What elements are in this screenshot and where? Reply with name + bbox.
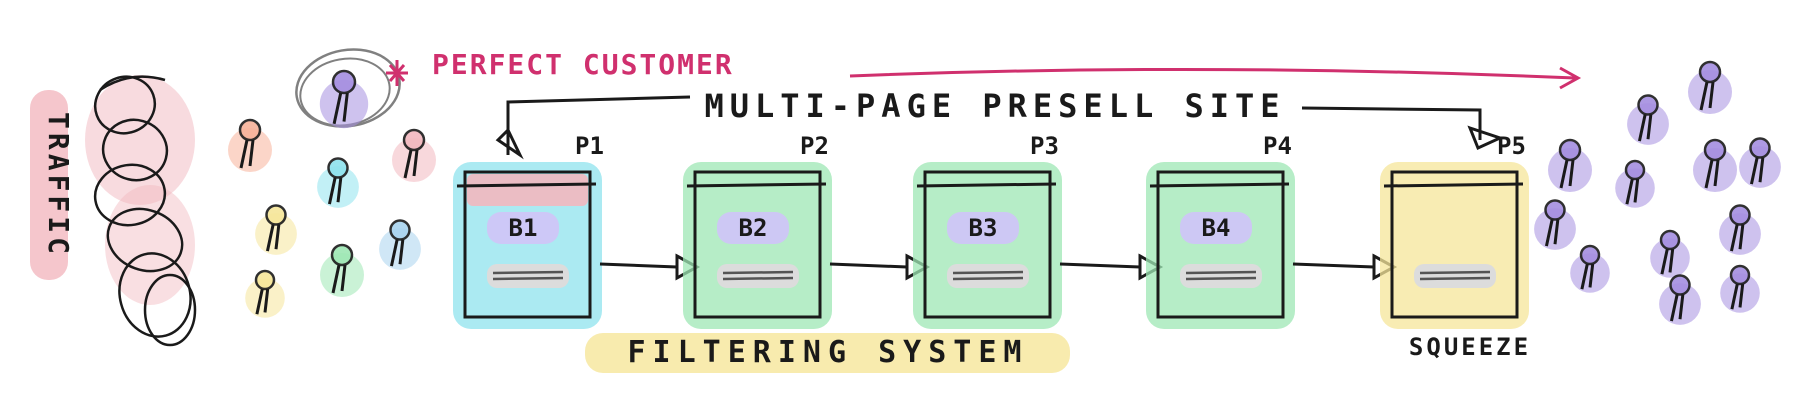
page-frame (1156, 170, 1285, 319)
page-highlight (1380, 162, 1529, 329)
page-content-bar (487, 264, 569, 288)
site-bracket (495, 95, 1505, 160)
traffic-scribble (85, 75, 197, 347)
page-content-bar (717, 264, 799, 288)
person-icon (1627, 94, 1669, 145)
page-p2: B2 P2 (683, 132, 832, 329)
site-title: MULTI-PAGE PRESELL SITE (704, 87, 1285, 125)
page-badge-label: B1 (509, 214, 538, 242)
person-icon (1534, 199, 1576, 250)
traffic-section: TRAFFIC (30, 75, 197, 347)
left-crowd (228, 69, 436, 318)
right-crowd (1534, 60, 1781, 325)
person-icon (1719, 204, 1761, 255)
person-icon (1548, 138, 1592, 192)
flow-arrow (1292, 253, 1398, 281)
person-icon (1720, 264, 1760, 313)
person-icon (228, 118, 272, 172)
person-icon (1659, 274, 1701, 325)
person-icon (317, 157, 359, 208)
person-icon (1688, 60, 1732, 114)
page-id-label: P5 (1497, 132, 1526, 160)
page-content-bar (1414, 264, 1496, 288)
page-badge-label: B3 (969, 214, 998, 242)
page-frame (693, 170, 822, 319)
page-content-bar (947, 264, 1029, 288)
page-highlight (683, 162, 832, 329)
page-badge (947, 212, 1019, 244)
person-icon (245, 269, 285, 318)
person-icon (379, 219, 421, 270)
page-content-bar (1180, 264, 1262, 288)
traffic-label: TRAFFIC (42, 112, 75, 258)
person-icon (392, 128, 436, 182)
star-icon (386, 60, 408, 86)
person-icon (320, 243, 364, 297)
page-p4: B4 P4 (1146, 132, 1295, 329)
page-id-label: P4 (1263, 132, 1292, 160)
filtering-highlight (585, 333, 1070, 373)
page-badge (1180, 212, 1252, 244)
page-badge-label: B4 (1202, 214, 1231, 242)
page-frame (1390, 170, 1519, 319)
person-icon (1693, 138, 1737, 192)
page-highlight (913, 162, 1062, 329)
person-icon (1650, 229, 1690, 278)
top-arrow (849, 66, 1582, 90)
page-highlight (1146, 162, 1295, 329)
page-p5: P5 (1380, 132, 1529, 329)
flow-arrow (599, 253, 701, 281)
person-icon (1739, 137, 1781, 188)
traffic-highlight (30, 90, 68, 280)
squeeze-label: SQUEEZE (1409, 333, 1531, 361)
filtering-system-label: FILTERING SYSTEM (628, 335, 1029, 370)
page-badge (487, 212, 559, 244)
page-p1: B1 P1 (453, 132, 604, 329)
person-icon (1570, 244, 1610, 293)
person-icon (1615, 159, 1655, 208)
perfect-customer-label: PERFECT CUSTOMER (432, 48, 734, 81)
page-frame (463, 170, 592, 319)
page-header-highlight (467, 174, 588, 206)
person-icon (255, 204, 297, 255)
page-badge (717, 212, 789, 244)
page-p3: B3 P3 (913, 132, 1062, 329)
page-id-label: P1 (575, 132, 604, 160)
page-frame (923, 170, 1052, 319)
person-icon (319, 69, 369, 129)
flow-arrow (829, 253, 931, 281)
flow-arrow (1059, 253, 1164, 281)
page-id-label: P3 (1030, 132, 1059, 160)
page-badge-label: B2 (739, 214, 768, 242)
page-id-label: P2 (800, 132, 829, 160)
